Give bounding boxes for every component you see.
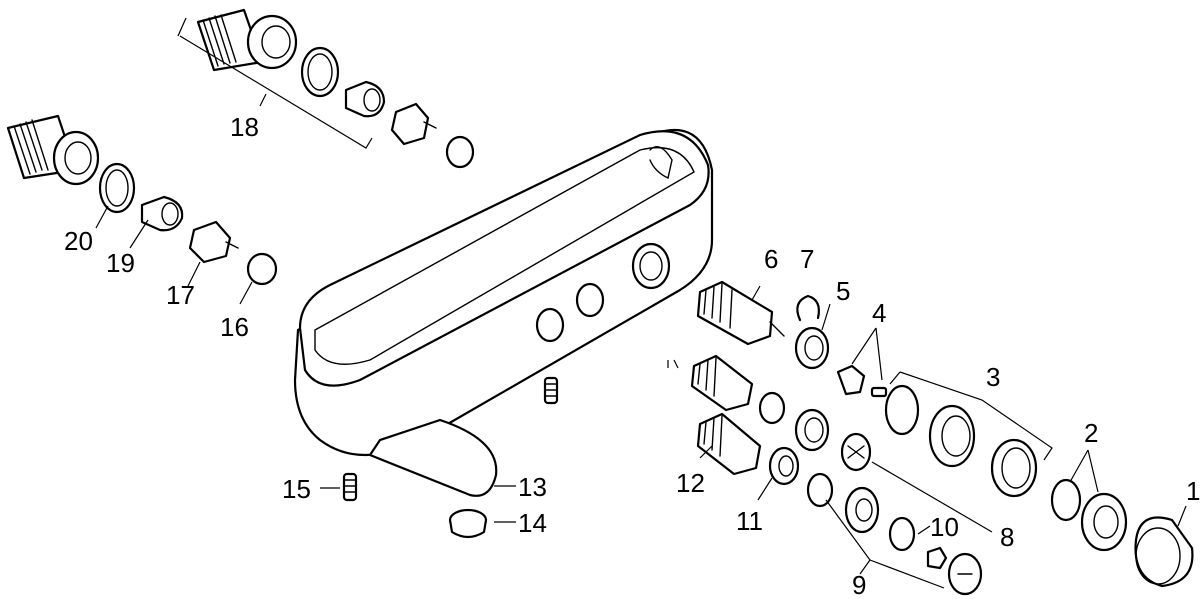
callout-18: 18	[230, 112, 259, 142]
callout-labels: 1 2 3 4 5 6 7 8 9 10 11 12 13 14 15 16 1…	[64, 112, 1200, 599]
nut-5	[794, 326, 830, 370]
callout-6: 6	[764, 244, 778, 274]
set-screw-top	[543, 376, 559, 405]
nut-11-inner	[778, 455, 794, 477]
cover-disc	[947, 552, 983, 596]
callout-12: 12	[676, 468, 705, 498]
knob-assembly-2	[1050, 478, 1128, 552]
callout-3: 3	[986, 362, 1000, 392]
set-screw-15	[342, 472, 358, 502]
callout-7: 7	[800, 244, 814, 274]
callout-13: 13	[518, 472, 547, 502]
clip-7	[796, 294, 820, 322]
spindle-4	[836, 364, 888, 398]
part-9-assembly	[844, 486, 880, 534]
sleeve-3	[884, 384, 1038, 498]
nut-small	[926, 546, 948, 570]
washer-c	[806, 472, 834, 508]
callout-11: 11	[736, 506, 763, 536]
callout-1: 1	[1186, 476, 1200, 506]
callout-10: 10	[930, 512, 959, 542]
callout-17: 17	[166, 280, 195, 310]
cartridge-6	[696, 280, 785, 346]
callout-16: 16	[220, 312, 249, 342]
callout-8: 8	[1000, 522, 1014, 552]
cartridge-upper-small	[690, 354, 754, 412]
callout-19: 19	[106, 248, 135, 278]
part-8-disc	[840, 432, 872, 472]
callout-20: 20	[64, 226, 93, 256]
washer-a	[758, 391, 786, 425]
nut-11	[768, 446, 800, 486]
callout-4: 4	[872, 298, 886, 328]
callout-2: 2	[1084, 418, 1098, 448]
thermostat-housing	[293, 128, 714, 497]
callout-15: 15	[282, 474, 311, 504]
connector-assembly-20	[6, 114, 278, 286]
nut-b-inner	[804, 417, 824, 443]
o-ring-10	[888, 516, 916, 552]
aerator-14	[448, 508, 488, 539]
callout-5: 5	[836, 276, 850, 306]
callout-9: 9	[852, 570, 866, 599]
leader-lines	[95, 17, 1187, 589]
callout-14: 14	[518, 508, 547, 538]
connector-assembly-18	[196, 8, 475, 169]
cap-1	[1134, 516, 1194, 588]
cartridge-12	[696, 412, 762, 476]
